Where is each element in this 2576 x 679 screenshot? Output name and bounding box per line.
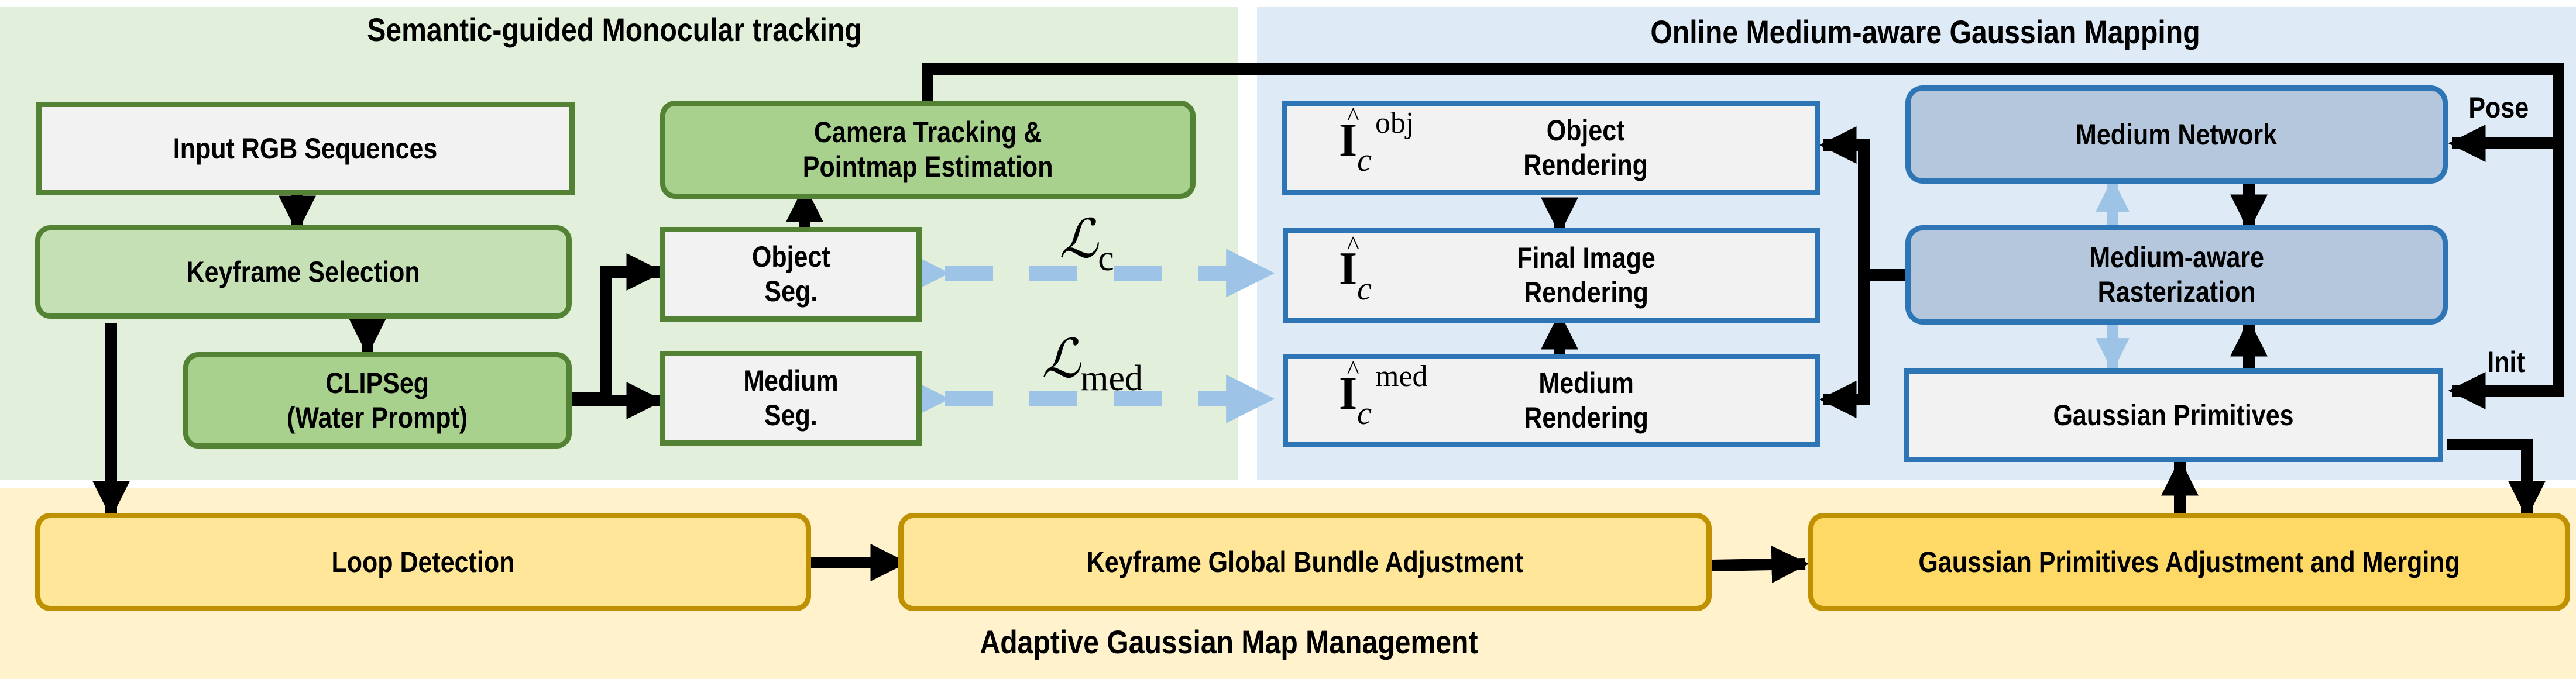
arrow-bundle-adjust [1711, 546, 1809, 584]
bundle-adjustment-node: Keyframe Global Bundle Adjustment [898, 513, 1712, 611]
object-seg-node: Object Seg. [660, 227, 922, 322]
init-label: Init [2487, 346, 2525, 378]
clipseg-label: CLIPSeg (Water Prompt) [287, 366, 468, 434]
medium-network-label: Medium Network [2076, 118, 2278, 151]
object-seg-label: Object Seg. [751, 240, 830, 308]
medium-seg-node: Medium Seg. [660, 351, 922, 446]
arrow-raster-mediumrender [1819, 275, 1870, 419]
medium-aware-rasterization-label: Medium-aware Rasterization [2089, 241, 2264, 308]
camera-tracking-node: Camera Tracking & Pointmap Estimation [660, 101, 1196, 199]
loop-detection-node: Loop Detection [35, 513, 811, 611]
medium-network-node: Medium Network [1905, 85, 2448, 184]
clipseg-node: CLIPSeg (Water Prompt) [183, 352, 572, 449]
bundle-adjustment-label: Keyframe Global Bundle Adjustment [1086, 545, 1524, 578]
i-hat-symbol: I^c [1339, 231, 1372, 307]
final-rendering-label: Final Image Rendering [1517, 242, 1656, 309]
input-rgb-node: Input RGB Sequences [36, 102, 575, 195]
keyframe-selection-node: Keyframe Selection [35, 225, 572, 319]
loop-detection-label: Loop Detection [331, 545, 515, 578]
loss-c-label: ℒc [1059, 209, 1114, 278]
medium-rendering-node: Medium Rendering [1283, 354, 1820, 447]
primitives-adjustment-node: Gaussian Primitives Adjustment and Mergi… [1808, 513, 2570, 611]
object-rendering-label: Object Rendering [1523, 114, 1648, 181]
mapping-title: Online Medium-aware Gaussian Mapping [1650, 13, 2200, 50]
object-rendering-node: Object Rendering [1282, 101, 1820, 195]
pose-label: Pose [2468, 91, 2529, 124]
medium-seg-label: Medium Seg. [743, 364, 839, 432]
arrow-clipseg-objectseg [571, 253, 664, 404]
loss-med-label: ℒmed [1042, 329, 1143, 398]
connector-camera-pose [922, 63, 2564, 410]
gaussian-primitives-node: Gaussian Primitives [1904, 368, 2443, 462]
medium-aware-rasterization-node: Medium-aware Rasterization [1905, 225, 2448, 325]
input-rgb-label: Input RGB Sequences [173, 132, 438, 165]
keyframe-selection-label: Keyframe Selection [186, 255, 421, 288]
primitives-adjustment-label: Gaussian Primitives Adjustment and Mergi… [1918, 545, 2460, 578]
camera-tracking-label: Camera Tracking & Pointmap Estimation [802, 116, 1053, 183]
tracking-title: Semantic-guided Monocular tracking [367, 11, 862, 48]
medium-rendering-label: Medium Rendering [1524, 367, 1649, 434]
arrow-raster-objectrender [1819, 126, 1870, 275]
final-rendering-node: Final Image Rendering [1283, 228, 1820, 323]
management-title: Adaptive Gaussian Map Management [980, 623, 1478, 660]
gaussian-primitives-label: Gaussian Primitives [2053, 398, 2294, 432]
arrow-primitives-adjust [2447, 439, 2546, 519]
